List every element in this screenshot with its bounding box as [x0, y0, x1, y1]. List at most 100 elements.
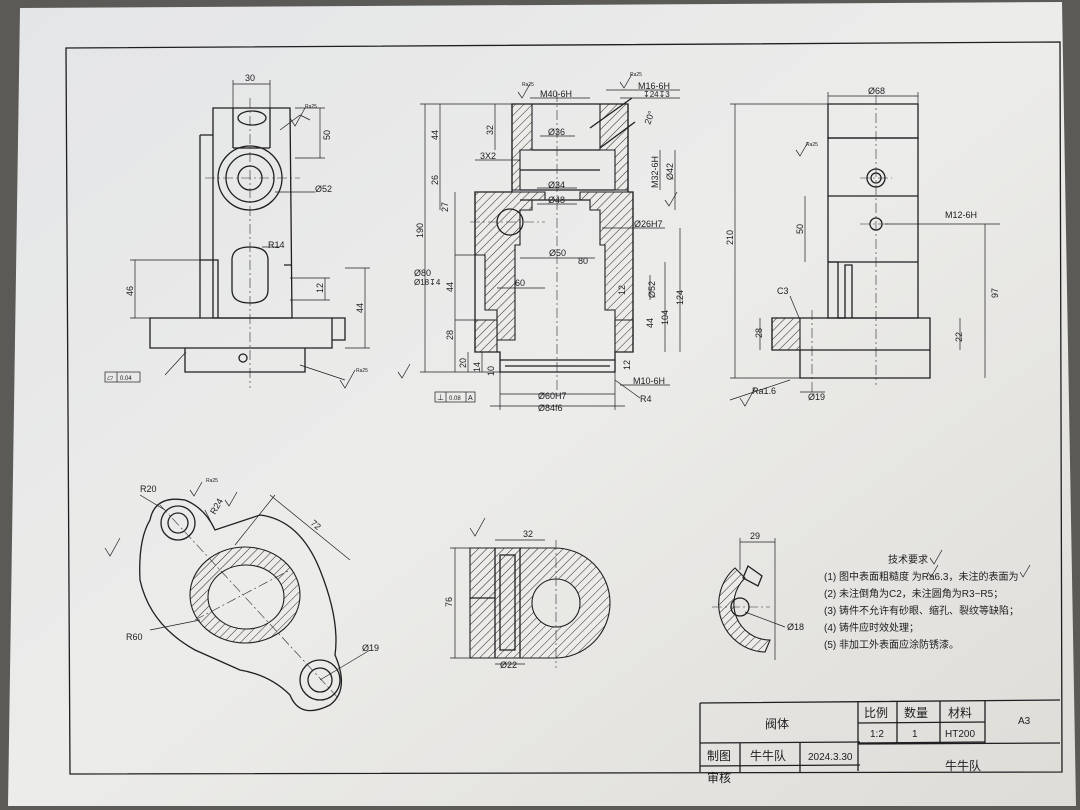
dim-80: 80	[578, 256, 588, 266]
dim-10: 10	[486, 366, 496, 376]
dim-d48: Ø48	[548, 195, 565, 205]
dim-r20: R20	[140, 484, 157, 494]
quantity-value: 1	[912, 729, 918, 740]
roughness-label: Ra25	[806, 142, 818, 148]
dim-d22: Ø22	[500, 660, 517, 670]
tech-requirements: 技术要求 (1) 图中表面粗糙度 为Ra6.3，未注的表面为 (2) 未注倒角为…	[824, 549, 1031, 651]
dim-32: 32	[523, 529, 533, 539]
dim-d52: Ø52	[647, 281, 657, 298]
dim-d68: Ø68	[868, 86, 885, 96]
dim-c3: C3	[777, 286, 789, 296]
dim-depth: ↧24↧3	[643, 90, 670, 99]
dim-26: 26	[430, 175, 440, 185]
quantity-header: 数量	[904, 705, 928, 720]
dim-30: 30	[245, 73, 255, 83]
flatness-value: 0.04	[120, 376, 132, 382]
dim-m16: M16-6H	[638, 81, 670, 91]
dim-m40: M40-6H	[540, 89, 572, 99]
dim-d19: Ø19	[362, 643, 379, 653]
dim-124: 124	[675, 290, 685, 305]
tech-req-item: (4) 铸件应时效处理；	[824, 621, 919, 634]
part-name: 阀体	[765, 717, 789, 731]
title-block: 阀体 比例 数量 材料 1:2 1 HT200 A3 制图 审核 牛牛队 202…	[699, 699, 1061, 785]
tech-req-item: (5) 非加工外表面应涂防锈漆。	[824, 638, 959, 651]
dim-44: 44	[430, 130, 440, 140]
dim-d42: Ø42	[665, 163, 675, 180]
dim-d18: Ø18↧4	[414, 278, 441, 287]
tech-req-item: (1) 图中表面粗糙度 为Ra6.3，未注的表面为	[824, 570, 1018, 583]
scale-header: 比例	[864, 706, 888, 720]
dim-d26h7: Ø26H7	[634, 219, 663, 229]
dim-28: 28	[754, 328, 764, 338]
dim-m32: M32-6H	[650, 156, 660, 188]
drawn-by: 牛牛队	[750, 748, 786, 763]
dim-d60h7: Ø60H7	[538, 391, 567, 401]
dim-d84f6: Ø84f6	[538, 403, 563, 413]
perpendicularity-value: 0.08	[449, 396, 461, 402]
roughness-label: Ra25	[356, 368, 368, 374]
dim-27: 27	[440, 202, 450, 212]
checked-label: 审核	[707, 770, 731, 785]
dim-d36: Ø36	[548, 127, 565, 137]
sheet-size: A3	[1018, 716, 1031, 727]
dim-d80: Ø80	[414, 268, 431, 278]
roughness-label: Ra25	[522, 82, 534, 88]
dim-12: 12	[315, 283, 325, 293]
dim-r4: R4	[640, 394, 652, 404]
dim-72: 72	[309, 518, 323, 532]
dim-12: 12	[617, 285, 627, 295]
dim-60: 60	[515, 278, 525, 288]
scale-value: 1:2	[870, 729, 884, 740]
dim-32: 32	[485, 125, 495, 135]
dim-d34: Ø34	[548, 180, 565, 190]
dim-12b: 12	[622, 360, 632, 370]
dim-d19: Ø19	[808, 392, 825, 402]
dim-50: 50	[322, 130, 332, 140]
roughness-label: Ra25	[305, 104, 317, 110]
dim-m10: M10-6H	[633, 376, 665, 386]
company-name: 牛牛队	[945, 758, 981, 773]
material-value: HT200	[945, 729, 975, 740]
dim-d18: Ø18	[787, 622, 804, 632]
dim-3x2: 3X2	[480, 151, 496, 161]
perpendicularity-symbol: ⊥	[437, 393, 444, 402]
tech-req-item: (3) 铸件不允许有砂眼、缩孔、裂纹等缺陷；	[824, 604, 1019, 617]
dim-210: 210	[725, 230, 735, 245]
drawing-border	[65, 41, 1063, 775]
dim-d52: Ø52	[315, 184, 332, 194]
dim-22: 22	[954, 332, 964, 342]
dim-50: 50	[795, 224, 805, 234]
dim-76: 76	[444, 597, 454, 607]
dim-m12: M12-6H	[945, 210, 977, 220]
paper	[8, 2, 1076, 806]
datum-label: A	[468, 395, 473, 402]
section-view: M40-6H M16-6H ↧24↧3 32 44 Ø36 3X2 20° 26…	[397, 72, 685, 413]
dim-46: 46	[125, 286, 135, 296]
dim-104: 104	[660, 310, 670, 325]
flatness-symbol: ⏥	[107, 373, 114, 382]
dim-r60: R60	[126, 632, 143, 642]
side-view: Ø68 210 50 M12-6H C3 97 28 22 Ra1.6 Ø19 …	[725, 86, 1000, 407]
detail-arc-view: 29 Ø18	[712, 531, 804, 660]
tech-req-title: 技术要求	[888, 553, 928, 566]
material-header: 材料	[948, 706, 972, 720]
dim-14: 14	[472, 362, 482, 372]
dim-20deg: 20°	[642, 109, 656, 126]
roughness-label: Ra25	[206, 478, 218, 484]
roughness-ra16: Ra1.6	[752, 386, 776, 396]
dim-r14: R14	[268, 240, 285, 250]
top-view: R20 R24 72 R60 Ø19 Ra25	[104, 478, 379, 712]
roughness-label: Ra25	[630, 72, 642, 78]
dim-28: 28	[445, 330, 455, 340]
drawn-label: 制图	[707, 749, 731, 763]
dim-44: 44	[355, 303, 365, 313]
dim-44c: 44	[645, 318, 655, 328]
dim-20: 20	[458, 358, 468, 368]
dim-97: 97	[990, 288, 1000, 298]
tech-req-item: (2) 未注倒角为C2，未注圆角为R3~R5；	[824, 587, 1003, 600]
dim-d50: Ø50	[549, 248, 566, 258]
dim-190: 190	[415, 223, 425, 238]
drawing-date: 2024.3.30	[808, 752, 853, 763]
detail-section-view: 32 76 Ø22	[444, 517, 611, 670]
